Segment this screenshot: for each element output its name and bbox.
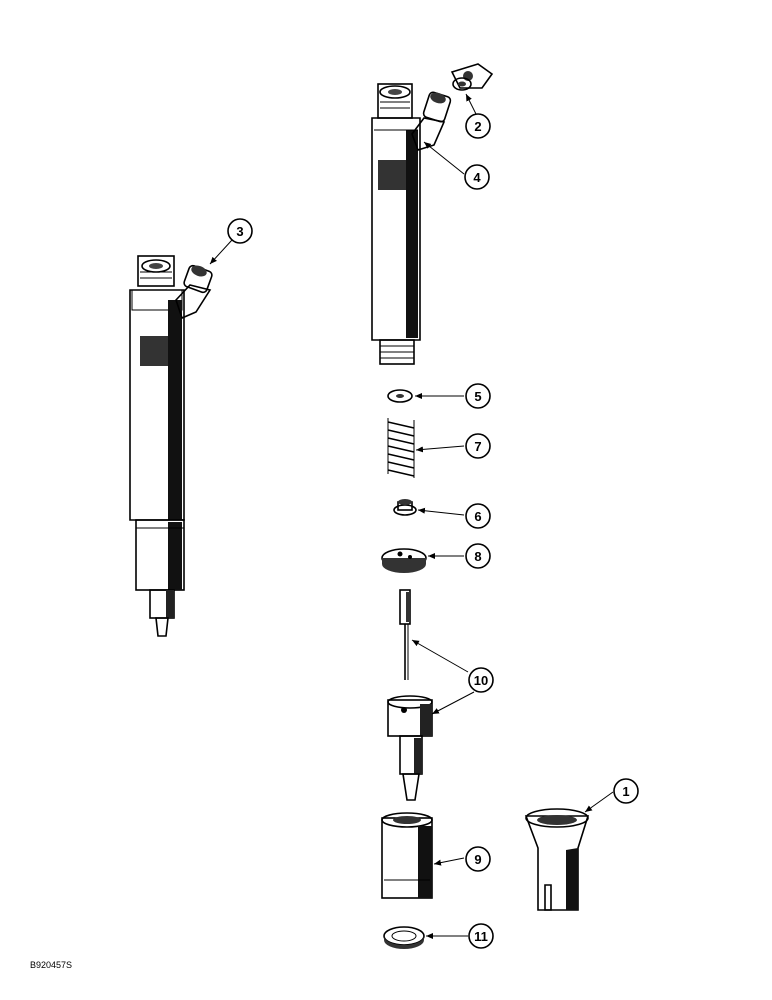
callout-label-2: 2	[474, 119, 481, 134]
callout-label-1: 1	[622, 784, 629, 799]
leader-6	[417, 507, 465, 516]
leader-9	[433, 857, 465, 866]
callout-6: 6	[465, 503, 491, 529]
callout-label-3: 3	[236, 224, 243, 239]
callout-5: 5	[465, 383, 491, 409]
callout-2: 2	[465, 113, 491, 139]
nozzle-nut-part	[381, 812, 433, 899]
needle-part	[399, 589, 411, 680]
leader-2	[465, 93, 477, 115]
callout-label-4: 4	[473, 170, 481, 185]
leader-10b	[431, 691, 475, 715]
callout-4: 4	[464, 164, 490, 190]
callout-7: 7	[465, 433, 491, 459]
callout-label-10: 10	[474, 673, 488, 688]
callout-9: 9	[465, 846, 491, 872]
callout-label-8: 8	[474, 549, 481, 564]
leader-7	[415, 445, 465, 453]
spring-part	[387, 418, 415, 478]
callout-8: 8	[465, 543, 491, 569]
leader-1	[584, 791, 614, 813]
figure-code: B920457S	[30, 960, 72, 970]
leader-3	[209, 239, 233, 265]
callout-11: 11	[468, 923, 494, 949]
leader-4	[423, 141, 465, 175]
leader-10a	[411, 639, 469, 673]
leader-lines	[209, 93, 614, 939]
callout-label-5: 5	[474, 389, 481, 404]
clip-part	[450, 63, 494, 91]
callout-label-11: 11	[474, 929, 488, 944]
seal-washer-part	[383, 926, 425, 949]
callout-label-7: 7	[474, 439, 481, 454]
callout-3: 3	[227, 218, 253, 244]
callout-label-6: 6	[474, 509, 481, 524]
sleeve-part	[524, 808, 590, 911]
shim-part	[387, 389, 413, 403]
spring-seat-part	[393, 499, 417, 516]
assembled-injector	[129, 255, 213, 637]
callout-label-9: 9	[474, 852, 481, 867]
callout-1: 1	[613, 778, 639, 804]
injector-body	[371, 83, 452, 365]
nozzle-body-part	[387, 695, 433, 801]
intermediate-disc-part	[381, 548, 427, 573]
callout-10: 10	[468, 667, 494, 693]
